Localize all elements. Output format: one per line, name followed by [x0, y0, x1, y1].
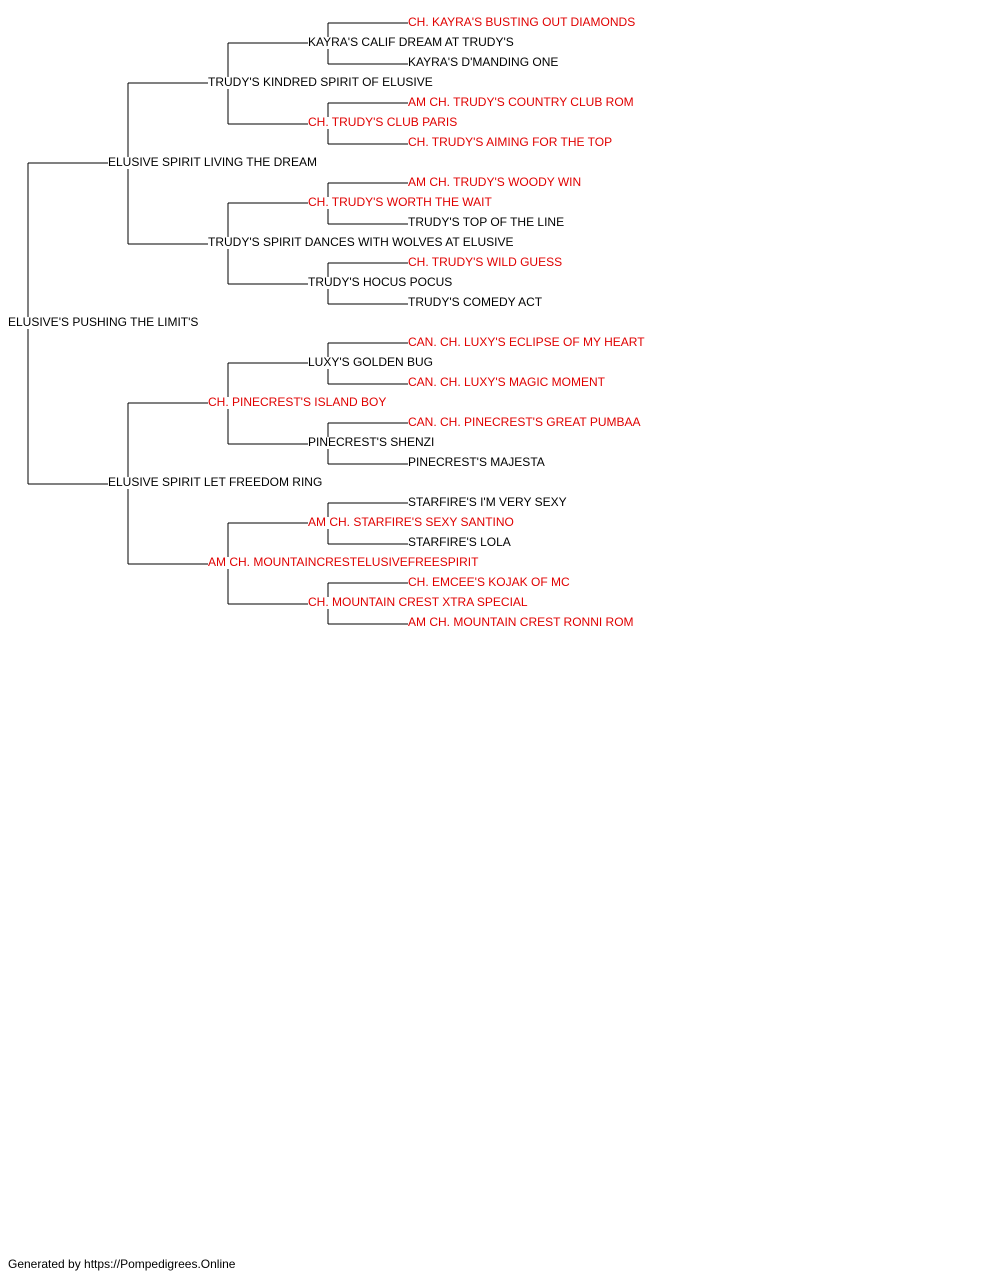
pedigree-subject-name: ELUSIVE'S PUSHING THE LIMIT'S	[8, 315, 198, 329]
pedigree-sire-name: CAN. CH. LUXY'S ECLIPSE OF MY HEART	[408, 335, 645, 349]
pedigree-dam-name: PINECREST'S MAJESTA	[408, 455, 545, 469]
pedigree-sire-name: STARFIRE'S I'M VERY SEXY	[408, 495, 567, 509]
pedigree-dam-name: TRUDY'S HOCUS POCUS	[308, 275, 452, 289]
pedigree-dam-name: AM CH. MOUNTAIN CREST RONNI ROM	[408, 615, 634, 629]
pedigree-dam-name: TRUDY'S SPIRIT DANCES WITH WOLVES AT ELU…	[208, 235, 513, 249]
pedigree-sire-name: LUXY'S GOLDEN BUG	[308, 355, 433, 369]
pedigree-sire-name: ELUSIVE SPIRIT LIVING THE DREAM	[108, 155, 317, 169]
pedigree-sire-name: CH. TRUDY'S WORTH THE WAIT	[308, 195, 493, 209]
pedigree-sire-name: AM CH. TRUDY'S COUNTRY CLUB ROM	[408, 95, 634, 109]
pedigree-sire-name: CH. EMCEE'S KOJAK OF MC	[408, 575, 570, 589]
pedigree-dam-name: CAN. CH. LUXY'S MAGIC MOMENT	[408, 375, 606, 389]
pedigree-sire-name: CAN. CH. PINECREST'S GREAT PUMBAA	[408, 415, 641, 429]
pedigree-dam-name: TRUDY'S COMEDY ACT	[408, 295, 543, 309]
pedigree-dam-name: ELUSIVE SPIRIT LET FREEDOM RING	[108, 475, 322, 489]
pedigree-sire-name: CH. KAYRA'S BUSTING OUT DIAMONDS	[408, 15, 635, 29]
pedigree-sire-name: KAYRA'S CALIF DREAM AT TRUDY'S	[308, 35, 514, 49]
pedigree-dam-name: STARFIRE'S LOLA	[408, 535, 511, 549]
pedigree-dam-name: TRUDY'S TOP OF THE LINE	[408, 215, 564, 229]
pedigree-dam-name: AM CH. MOUNTAINCRESTELUSIVEFREESPIRIT	[208, 555, 479, 569]
pedigree-sire-name: AM CH. STARFIRE'S SEXY SANTINO	[308, 515, 514, 529]
pedigree-sire-name: AM CH. TRUDY'S WOODY WIN	[408, 175, 581, 189]
pedigree-sire-name: CH. PINECREST'S ISLAND BOY	[208, 395, 386, 409]
pedigree-dam-name: CH. TRUDY'S CLUB PARIS	[308, 115, 457, 129]
pedigree-dam-name: CH. MOUNTAIN CREST XTRA SPECIAL	[308, 595, 528, 609]
pedigree-dam-name: CH. TRUDY'S AIMING FOR THE TOP	[408, 135, 612, 149]
pedigree-sire-name: TRUDY'S KINDRED SPIRIT OF ELUSIVE	[208, 75, 433, 89]
pedigree-dam-name: PINECREST'S SHENZI	[308, 435, 434, 449]
footer-credit: Generated by https://Pompedigrees.Online	[8, 1257, 236, 1271]
pedigree-dam-name: KAYRA'S D'MANDING ONE	[408, 55, 558, 69]
pedigree-sire-name: CH. TRUDY'S WILD GUESS	[408, 255, 562, 269]
